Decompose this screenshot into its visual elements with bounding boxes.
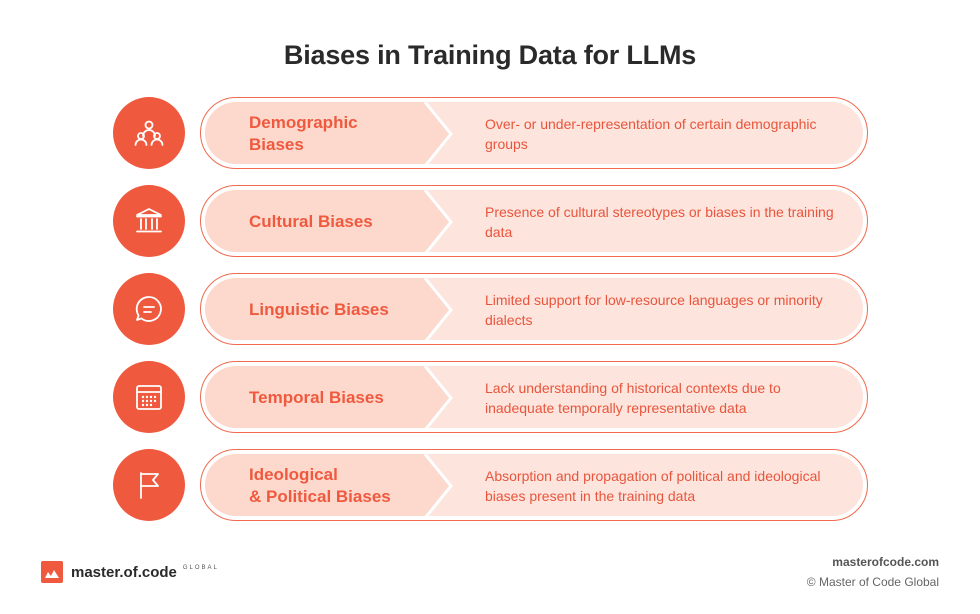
- bias-title: Ideological & Political Biases: [249, 465, 391, 506]
- chevron-divider: [205, 278, 453, 340]
- bias-card: Ideological & Political Biases Absorptio…: [200, 449, 868, 521]
- bias-title: Cultural Biases: [249, 212, 373, 231]
- chevron-divider: [205, 454, 453, 516]
- bias-card: Temporal Biases Lack understanding of hi…: [200, 361, 868, 433]
- institution-icon: [136, 208, 162, 233]
- footer-credits: masterofcode.com © Master of Code Global: [807, 552, 939, 592]
- company-logo: master.of.code GLOBAL: [41, 560, 219, 584]
- logo-text: master.of.code: [71, 563, 177, 581]
- bias-row-cultural: Cultural Biases Presence of cultural ste…: [113, 185, 868, 257]
- icon-circle: [113, 273, 185, 345]
- calendar-icon: [136, 385, 162, 410]
- chevron-divider: [205, 366, 453, 428]
- bias-description: Over- or under-representation of certain…: [485, 116, 817, 152]
- bias-row-temporal: Temporal Biases Lack understanding of hi…: [113, 361, 868, 433]
- bias-row-demographic: Demographic Biases Over- or under-repres…: [113, 97, 868, 169]
- flag-icon: [140, 472, 159, 499]
- logo-subtitle: GLOBAL: [182, 565, 219, 571]
- copyright-text: © Master of Code Global: [806, 575, 939, 589]
- bias-description: Presence of cultural stereotypes or bias…: [485, 204, 834, 240]
- bias-row-linguistic: Linguistic Biases Limited support for lo…: [113, 273, 868, 345]
- bias-description: Absorption and propagation of political …: [485, 468, 821, 504]
- chevron-divider: [205, 102, 453, 164]
- icon-circle: [113, 185, 185, 257]
- logo-mark-icon: [41, 561, 63, 583]
- icon-circle: [113, 361, 185, 433]
- bias-title: Linguistic Biases: [249, 300, 389, 319]
- chat-bubble-icon: [135, 296, 162, 322]
- bias-description: Limited support for low-resource languag…: [485, 292, 823, 328]
- chevron-divider: [205, 190, 453, 252]
- website-link[interactable]: masterofcode.com: [832, 555, 939, 569]
- bias-list: Demographic Biases Over- or under-repres…: [113, 97, 868, 537]
- bias-title: Demographic Biases: [249, 113, 358, 154]
- bias-description: Lack understanding of historical context…: [485, 380, 781, 416]
- bias-row-ideological: Ideological & Political Biases Absorptio…: [113, 449, 868, 521]
- people-icon: [134, 120, 164, 146]
- page-title: Biases in Training Data for LLMs: [283, 40, 697, 70]
- bias-title: Temporal Biases: [249, 388, 384, 407]
- icon-circle: [113, 97, 185, 169]
- icon-circle: [113, 449, 185, 521]
- bias-card: Linguistic Biases Limited support for lo…: [200, 273, 868, 345]
- bias-card: Demographic Biases Over- or under-repres…: [200, 97, 868, 169]
- bias-card: Cultural Biases Presence of cultural ste…: [200, 185, 868, 257]
